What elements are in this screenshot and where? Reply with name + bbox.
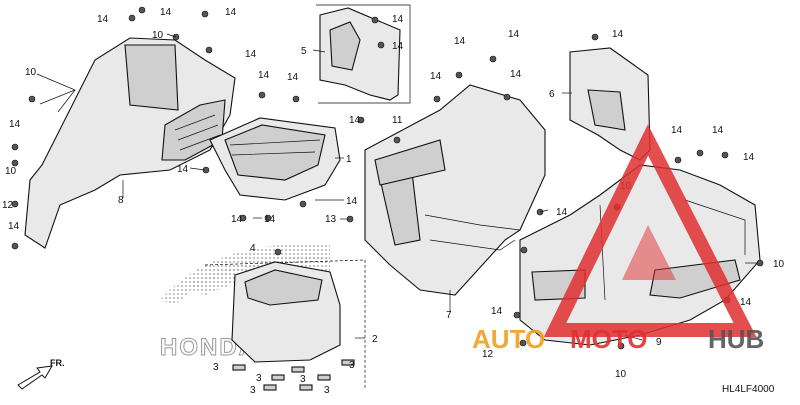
label-2: 2 xyxy=(372,334,378,345)
part-2-lid xyxy=(204,259,366,390)
part-5-upper-panel xyxy=(316,4,411,104)
label-3: 3 xyxy=(324,385,330,396)
part-7-center-floor-panel xyxy=(364,84,546,296)
label-4: 4 xyxy=(250,243,256,254)
diagram-code: HL4LF4000 xyxy=(722,384,775,395)
label-14: 14 xyxy=(491,306,503,317)
label-9: 9 xyxy=(656,337,662,348)
label-12: 12 xyxy=(2,200,14,211)
label-14: 14 xyxy=(671,125,683,136)
label-14: 14 xyxy=(225,7,237,18)
part-3-clips xyxy=(232,359,355,391)
label-10: 10 xyxy=(152,30,164,41)
label-14: 14 xyxy=(8,221,20,232)
watermark-text-moto: MOTO xyxy=(570,324,648,354)
label-11: 11 xyxy=(392,115,403,126)
label-12: 12 xyxy=(482,349,494,360)
direction-label: FR. xyxy=(50,358,65,368)
label-14: 14 xyxy=(97,14,109,25)
label-14: 14 xyxy=(177,164,189,175)
label-3: 3 xyxy=(256,373,262,384)
label-10: 10 xyxy=(615,369,627,380)
label-7: 7 xyxy=(446,310,452,321)
label-14: 14 xyxy=(430,71,442,82)
label-14: 14 xyxy=(612,29,624,40)
label-14: 14 xyxy=(712,125,724,136)
label-14: 14 xyxy=(740,297,752,308)
front-direction-arrow xyxy=(17,365,53,390)
label-10: 10 xyxy=(773,259,785,270)
label-14: 14 xyxy=(392,14,404,25)
label-14: 14 xyxy=(287,72,299,83)
label-5: 5 xyxy=(301,46,307,57)
label-1: 1 xyxy=(346,154,352,165)
fasteners xyxy=(11,6,764,350)
label-14: 14 xyxy=(392,41,404,52)
label-13: 13 xyxy=(325,214,337,225)
label-3: 3 xyxy=(250,385,256,396)
label-10: 10 xyxy=(5,166,17,177)
label-14: 14 xyxy=(349,115,361,126)
leader-lines xyxy=(36,33,758,341)
label-3: 3 xyxy=(300,374,306,385)
label-3: 3 xyxy=(213,362,219,373)
label-3: 3 xyxy=(349,360,355,371)
label-14: 14 xyxy=(510,69,522,80)
label-14: 14 xyxy=(9,119,21,130)
label-14: 14 xyxy=(245,49,257,60)
label-14: 14 xyxy=(160,7,172,18)
label-14: 14 xyxy=(556,207,568,218)
label-14: 14 xyxy=(231,214,243,225)
part-6-right-panel xyxy=(569,47,651,161)
label-14: 14 xyxy=(454,36,466,47)
label-14: 14 xyxy=(264,214,276,225)
label-10: 10 xyxy=(25,67,37,78)
watermark-text-auto: AUTO xyxy=(472,324,545,354)
part-1-storage-tray xyxy=(209,117,341,201)
label-14: 14 xyxy=(258,70,270,81)
label-14: 14 xyxy=(346,196,358,207)
automotohub-watermark-logo xyxy=(543,124,757,337)
label-8: 8 xyxy=(118,195,124,206)
label-6: 6 xyxy=(549,89,555,100)
part-8-left-inner-panel xyxy=(24,37,236,249)
watermark-text-hub: HUB xyxy=(708,324,764,354)
label-14: 14 xyxy=(508,29,520,40)
label-14: 14 xyxy=(743,152,755,163)
